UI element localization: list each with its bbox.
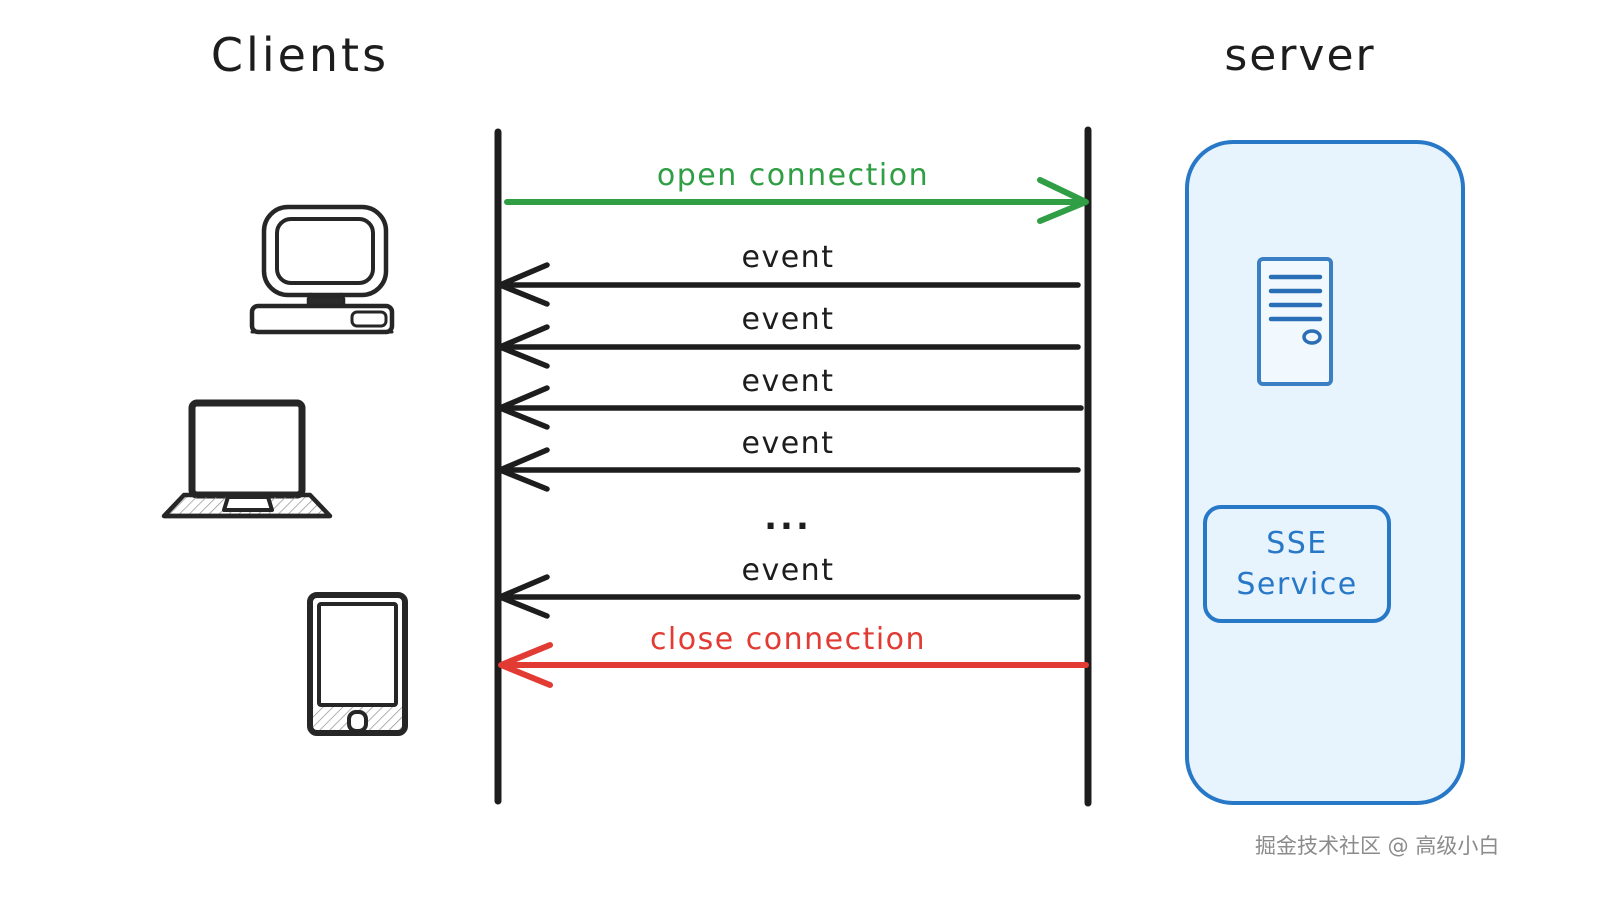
server-title: server [1224,30,1376,81]
sse-service-line2: Service [1236,567,1358,602]
message-label-ellipsis: ... [764,498,812,538]
message-label-event-3: event [741,364,835,399]
message-label-event-4: event [741,426,835,461]
sse-service-line1: SSE [1266,525,1328,561]
message-label-event-2: event [741,302,835,337]
message-label-close-connection: close connection [649,622,927,657]
message-label-event-1: event [741,240,835,275]
tablet-icon [307,592,408,736]
sse-service-box: SSE Service [1203,505,1391,623]
message-label-open-connection: open connection [656,158,930,193]
watermark-text: 掘金技术社区 @ 高级小白 [1255,834,1500,858]
desktop-computer-icon [249,204,395,335]
laptop-icon [161,399,333,519]
message-label-event-5: event [741,553,835,588]
server-panel [1185,140,1465,805]
clients-title: Clients [210,28,390,82]
